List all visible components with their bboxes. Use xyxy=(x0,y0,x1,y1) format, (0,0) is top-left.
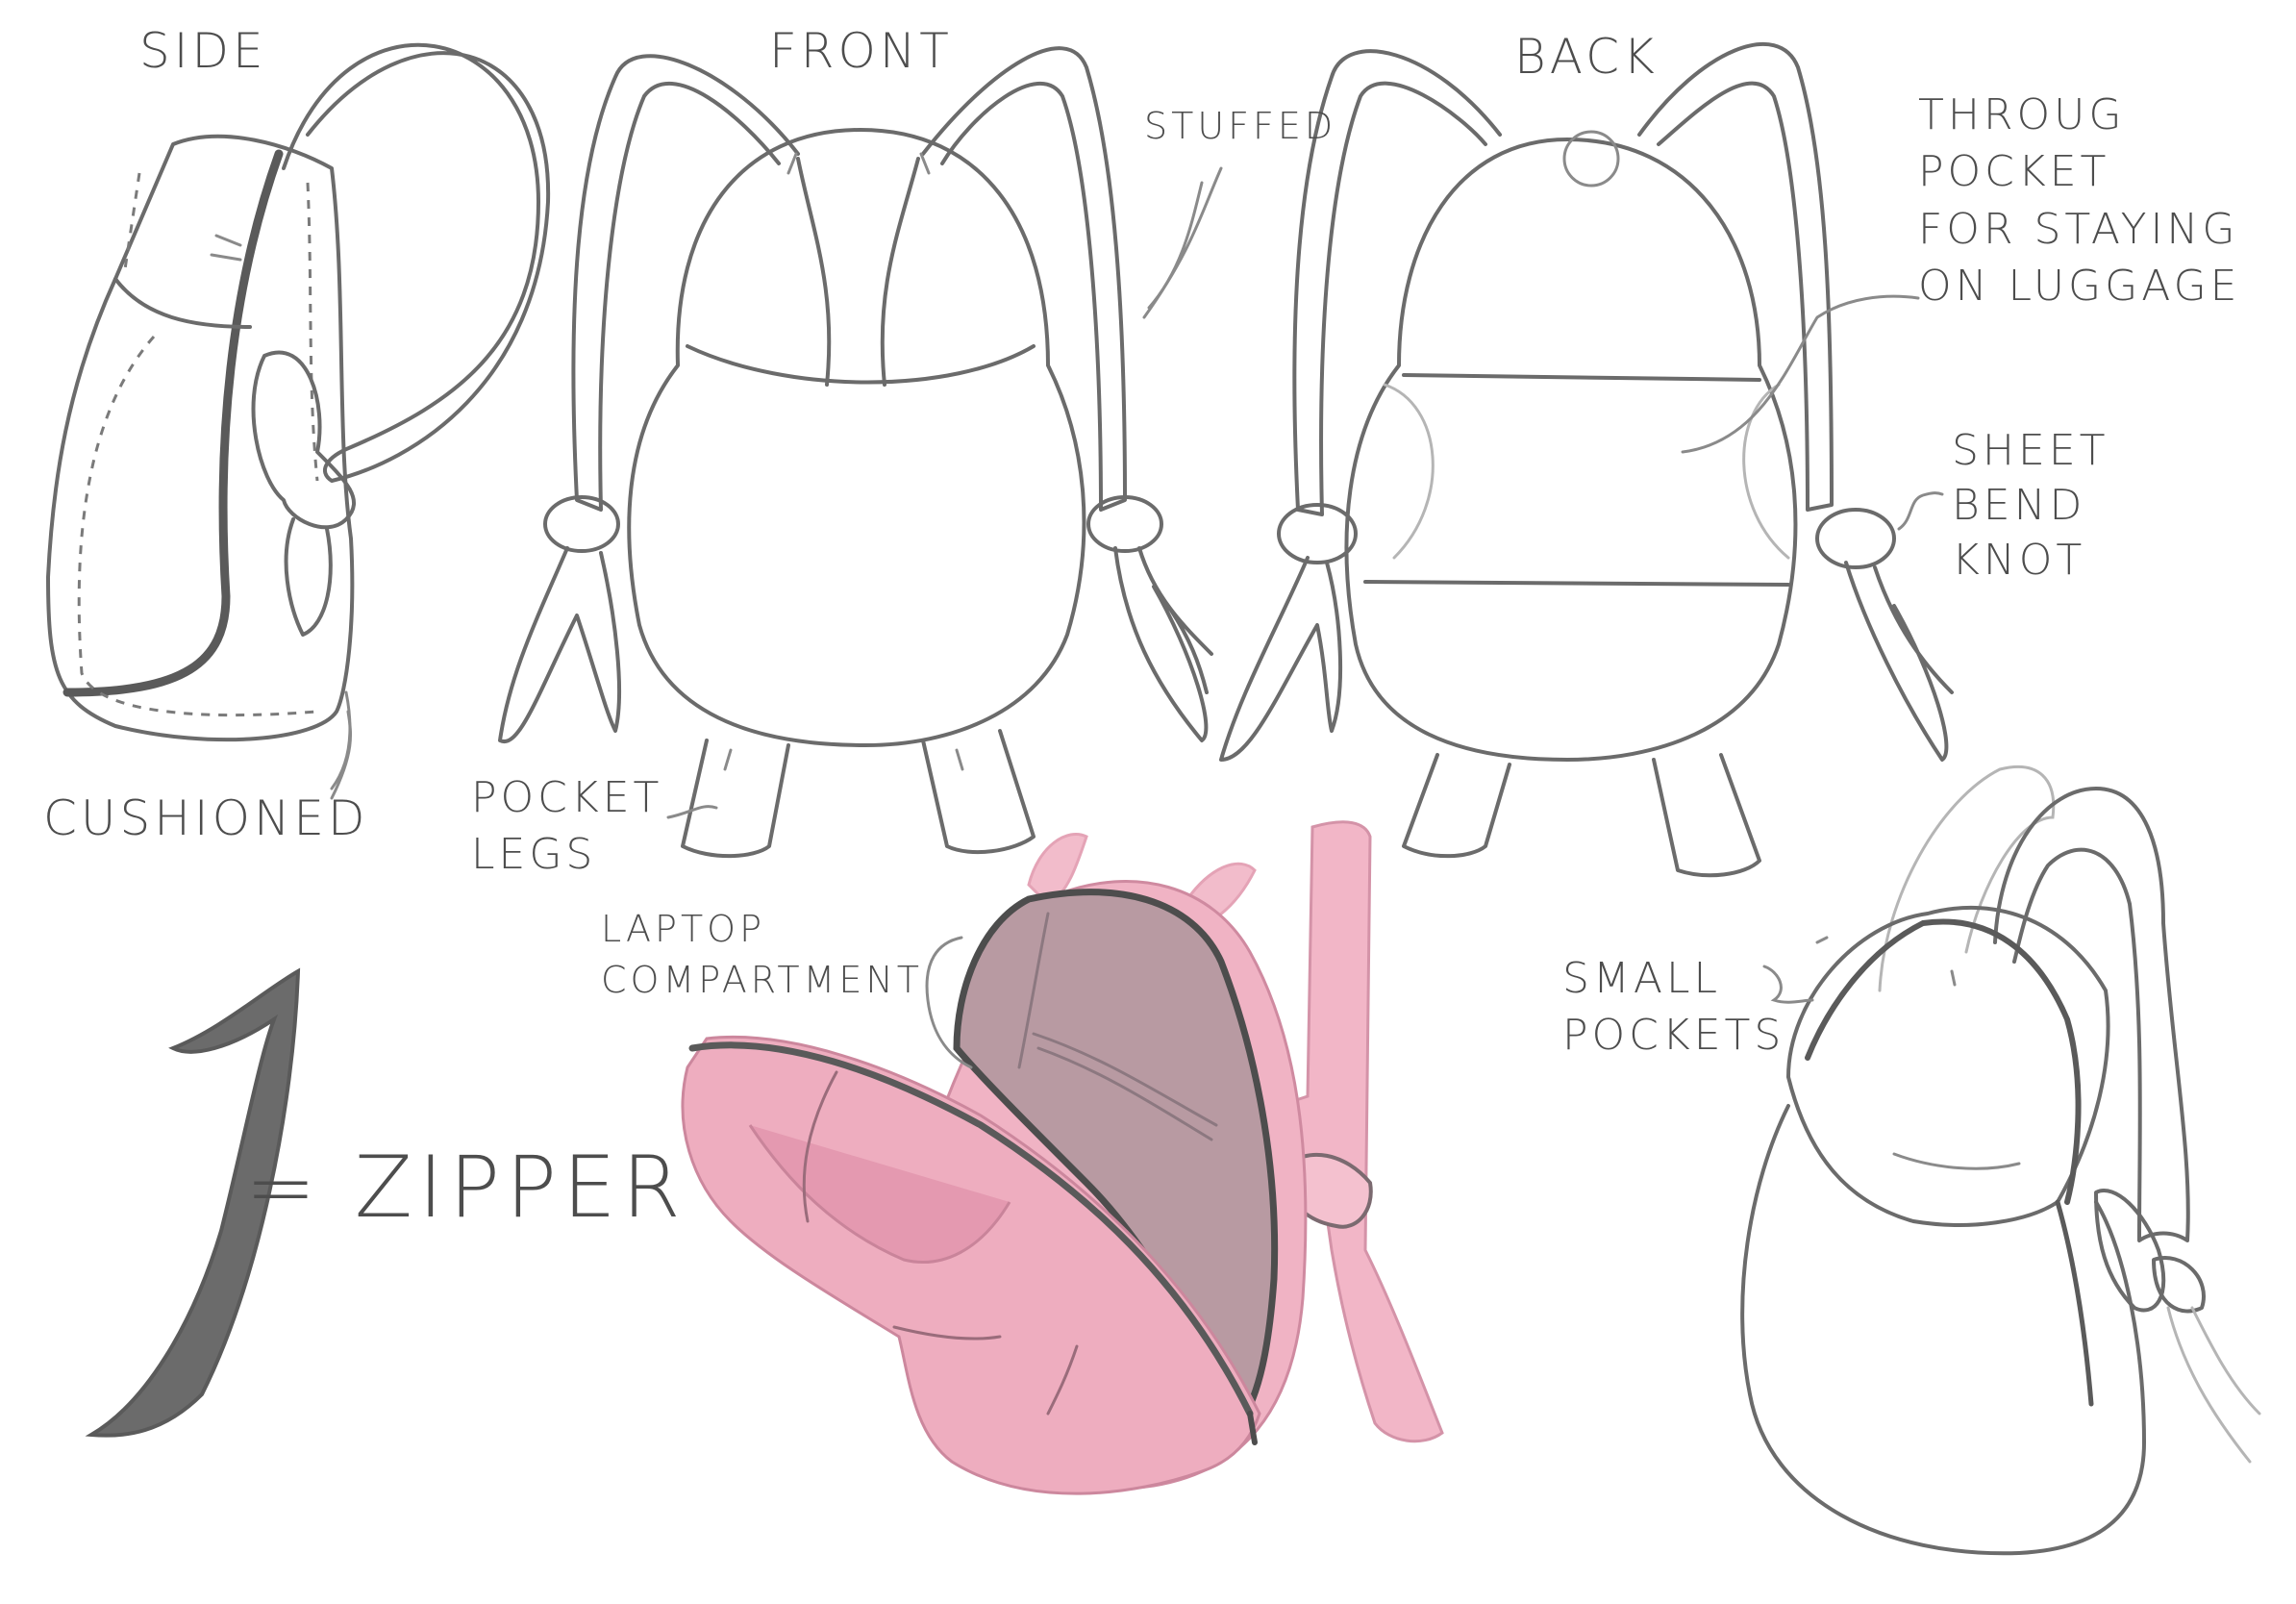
cushioned-label: CUSHIONED xyxy=(43,790,369,846)
back-view-title: BACK xyxy=(1514,29,1659,85)
stuffed-leader-line xyxy=(1142,166,1223,319)
pocket-legs-leader-line xyxy=(666,805,718,819)
side-view-sketch xyxy=(46,42,551,790)
open-backpack-illustration xyxy=(681,820,1444,1495)
cushioned-leader-line xyxy=(330,710,353,800)
front-view-sketch xyxy=(498,46,1213,859)
small-pockets-label: SMALL POCKETS xyxy=(1562,954,1785,1061)
front-view-title: FRONT xyxy=(769,23,953,79)
sheet-bend-knot-label: SHEET BEND KNOT xyxy=(1952,426,2109,586)
zipper-legend-text: = ZIPPER xyxy=(245,1138,686,1237)
zipper-symbol-glyph xyxy=(85,967,301,1438)
side-view-title: SIDE xyxy=(139,23,267,79)
through-pocket-label: THROUG POCKET FOR STAYING ON LUGGAGE xyxy=(1918,90,2241,312)
perspective-backpack-sketch xyxy=(1740,764,2261,1556)
stuffed-label: STUFFED xyxy=(1144,105,1337,147)
laptop-compartment-label: LAPTOP COMPARTMENT xyxy=(601,908,923,1002)
back-view-sketch xyxy=(1219,41,1954,878)
pocket-legs-label: POCKET LEGS xyxy=(471,773,663,880)
